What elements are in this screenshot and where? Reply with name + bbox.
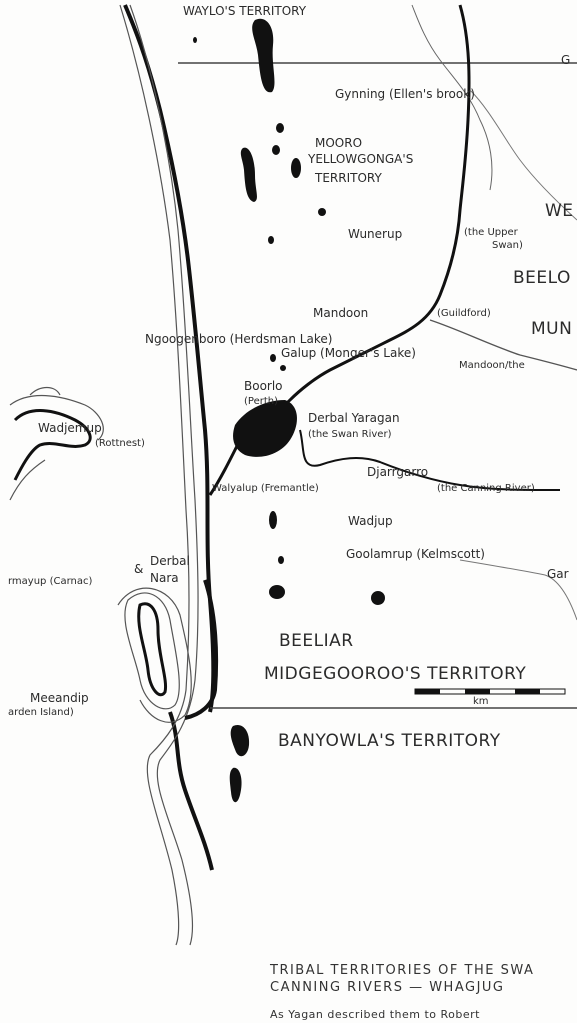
scale-bar — [414, 688, 566, 695]
label-wadjup: Wadjup — [348, 514, 393, 528]
lake-h — [278, 556, 284, 564]
lake-b — [240, 147, 257, 202]
label-wunerup: Wunerup — [348, 227, 403, 241]
lake-m — [193, 37, 197, 43]
label-beeliar: BEELIAR — [279, 631, 354, 651]
rottnest-island — [13, 409, 92, 481]
lake-c — [272, 145, 280, 155]
label-mun-partial: MUN — [531, 319, 573, 339]
label-scale-km: km — [473, 696, 489, 707]
garden-island-contour-2 — [117, 587, 192, 723]
label-ngoogenboro: Ngoogenboro (Herdsman Lake) — [145, 332, 333, 346]
label-mandoon: Mandoon — [313, 306, 369, 320]
garden-island — [137, 602, 168, 697]
caption-line-3: As Yagan described them to Robert — [270, 1008, 480, 1021]
label-gynning: Gynning (Ellen's brook) — [335, 87, 475, 101]
garden-island-contour — [124, 592, 180, 710]
lake-i — [269, 585, 285, 599]
label-yellowgonga: YELLOWGONGA'S — [308, 152, 414, 166]
label-ampersand: & — [134, 562, 144, 576]
swan-river — [239, 4, 471, 432]
label-waylo-territory: WAYLO'S TERRITORY — [183, 4, 307, 18]
boundary-inland — [411, 4, 493, 191]
sea-contour — [129, 4, 199, 946]
label-djarrgarro: Djarrgarro — [367, 465, 429, 479]
label-boorlo: Boorlo — [244, 379, 283, 393]
label-mandoon-partial: Mandoon/the — [459, 360, 525, 371]
helena-river — [429, 319, 577, 371]
label-goolamrup: Goolamrup (Kelmscott) — [346, 547, 485, 561]
swan-estuary — [233, 400, 297, 457]
label-banyowla-territory: BANYOWLA'S TERRITORY — [278, 731, 501, 751]
label-midgegooroo-territory: MIDGEGOOROO'S TERRITORY — [264, 664, 527, 684]
caption-line-2: CANNING RIVERS — WHAGJUG — [270, 980, 505, 995]
label-meeandip: Meeandip — [30, 691, 89, 705]
label-guildford: (Guildford) — [437, 308, 491, 319]
lake-e — [318, 208, 326, 216]
label-derbal-nara-2: Nara — [150, 571, 179, 585]
label-carnac: rmayup (Carnac) — [8, 576, 93, 587]
label-swan-river: (the Swan River) — [308, 429, 392, 440]
label-wadjemup: Wadjemup — [38, 421, 102, 435]
coastline-south — [168, 711, 214, 871]
label-mooro: MOORO — [315, 136, 363, 150]
label-rottnest: (Rottnest) — [95, 438, 145, 449]
rottnest-contour-2 — [9, 459, 46, 501]
label-canning-river: (the Canning River) — [437, 483, 535, 494]
lake-k — [230, 724, 250, 757]
sea-contour-2 — [119, 4, 190, 946]
lake-f — [268, 236, 274, 244]
lake-north — [252, 18, 275, 93]
lake-monger — [280, 365, 286, 371]
label-we-partial: WE — [545, 201, 574, 221]
rottnest-contour — [9, 395, 104, 441]
lake-d — [291, 158, 301, 178]
canning-river — [299, 429, 561, 491]
swan-to-sea — [208, 439, 242, 496]
cockburn-shore — [184, 579, 219, 720]
label-derbal-nara-1: Derbal — [150, 554, 190, 568]
south-creek — [459, 559, 577, 621]
lake-g — [269, 511, 277, 529]
label-derbal-yaragan: Derbal Yaragan — [308, 411, 400, 425]
caption-line-1: TRIBAL TERRITORIES OF THE SWA — [270, 963, 535, 978]
label-walyalup: Walyalup (Fremantle) — [212, 483, 319, 494]
lake-a — [276, 123, 284, 133]
label-upper-swan-2: Swan) — [492, 240, 523, 251]
label-beelo-partial: BEELO — [513, 268, 571, 288]
label-garden-island: arden Island) — [8, 707, 74, 718]
label-yellowgonga-territory: TERRITORY — [315, 171, 382, 185]
label-gar-partial: Gar — [547, 567, 569, 581]
east-creek — [469, 89, 577, 221]
lake-l — [229, 767, 242, 803]
label-galup: Galup (Monger's Lake) — [281, 346, 416, 360]
lake-j — [371, 591, 385, 605]
label-upper-swan: (the Upper — [464, 227, 518, 238]
label-perth: (Perth) — [244, 396, 278, 407]
lake-herdsman — [270, 354, 276, 362]
rottnest-contour-3 — [29, 386, 61, 396]
label-g-partial: G — [561, 53, 571, 67]
